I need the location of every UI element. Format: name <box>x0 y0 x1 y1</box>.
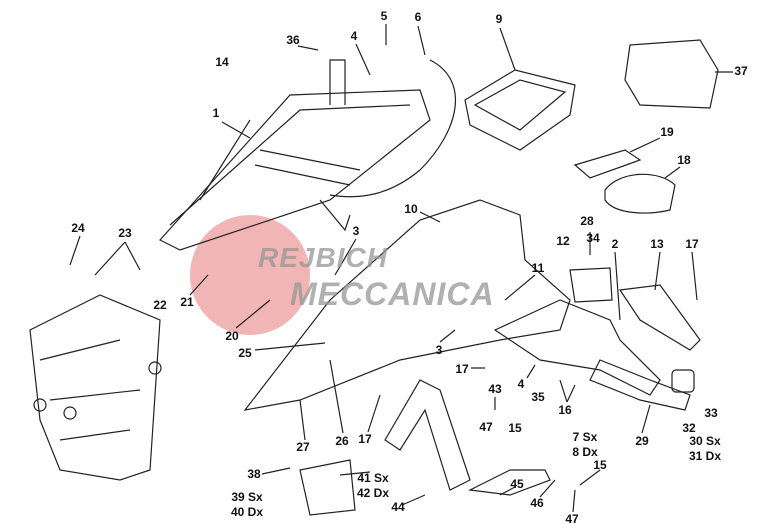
callout-20: 20 <box>225 329 239 343</box>
footpeg-hanger <box>384 379 471 491</box>
callout-1: 1 <box>212 106 220 120</box>
callout-39-sx: 39 Sx <box>231 490 263 504</box>
callout-14: 14 <box>215 55 229 69</box>
callout-47: 47 <box>479 420 493 434</box>
callout-30-sx: 30 Sx <box>689 434 721 448</box>
callout-5: 5 <box>380 9 388 23</box>
part-19 <box>573 149 642 179</box>
callout-45: 45 <box>510 477 524 491</box>
callout-35: 35 <box>531 390 545 404</box>
callout-6: 6 <box>414 10 422 24</box>
battery-tray <box>464 69 576 151</box>
callout-11: 11 <box>531 261 545 275</box>
callout-4b: 4 <box>517 377 525 391</box>
undertray <box>243 199 571 411</box>
callout-3b: 3 <box>435 343 443 357</box>
callout-47b: 47 <box>565 512 579 526</box>
callout-33: 33 <box>704 406 718 420</box>
callout-37: 37 <box>734 64 748 78</box>
callout-40-dx: 40 Dx <box>230 505 264 519</box>
callout-17: 17 <box>685 237 699 251</box>
callout-8-dx: 8 Dx <box>572 445 598 459</box>
callout-13: 13 <box>650 237 664 251</box>
main-frame <box>29 294 162 481</box>
part-28 <box>569 267 613 303</box>
callout-17b: 17 <box>455 362 469 376</box>
watermark-line1: REJBICH <box>258 242 388 273</box>
callout-42-dx: 42 Dx <box>356 486 390 500</box>
callout-21: 21 <box>180 295 194 309</box>
callout-12: 12 <box>556 234 570 248</box>
callout-38: 38 <box>247 467 261 481</box>
part-13 <box>618 284 701 351</box>
callout-17c: 17 <box>358 432 372 446</box>
callout-22: 22 <box>153 298 167 312</box>
callout-2: 2 <box>611 237 619 251</box>
heel-guard <box>299 459 356 516</box>
part-18 <box>604 173 676 214</box>
callout-34: 34 <box>586 231 600 245</box>
part-37 <box>624 39 719 109</box>
callout-4: 4 <box>350 29 358 43</box>
watermark-line2: MECCANICA <box>290 276 495 312</box>
watermark-logo-circle <box>190 215 310 335</box>
callout-44: 44 <box>391 500 405 514</box>
callout-7-sx: 7 Sx <box>572 430 598 444</box>
callout-15b: 15 <box>593 458 607 472</box>
callout-25: 25 <box>238 346 252 360</box>
callout-16: 16 <box>558 403 572 417</box>
callout-29: 29 <box>635 434 649 448</box>
callout-43: 43 <box>488 382 502 396</box>
callout-18: 18 <box>677 153 691 167</box>
callout-19: 19 <box>660 125 674 139</box>
callout-36: 36 <box>286 33 300 47</box>
rear-subframe <box>159 59 431 251</box>
callout-15: 15 <box>508 421 522 435</box>
callout-24: 24 <box>71 221 85 235</box>
callout-32: 32 <box>682 421 696 435</box>
callout-27: 27 <box>296 440 310 454</box>
callout-23: 23 <box>118 226 132 240</box>
plate-bracket <box>493 299 661 396</box>
callout-46: 46 <box>530 496 544 510</box>
callout-41-sx: 41 Sx <box>357 471 389 485</box>
callout-31-dx: 31 Dx <box>688 449 722 463</box>
callout-26: 26 <box>335 434 349 448</box>
callout-3: 3 <box>352 224 360 238</box>
callout-9: 9 <box>495 12 503 26</box>
callout-10: 10 <box>404 202 418 216</box>
callout-28: 28 <box>580 214 594 228</box>
